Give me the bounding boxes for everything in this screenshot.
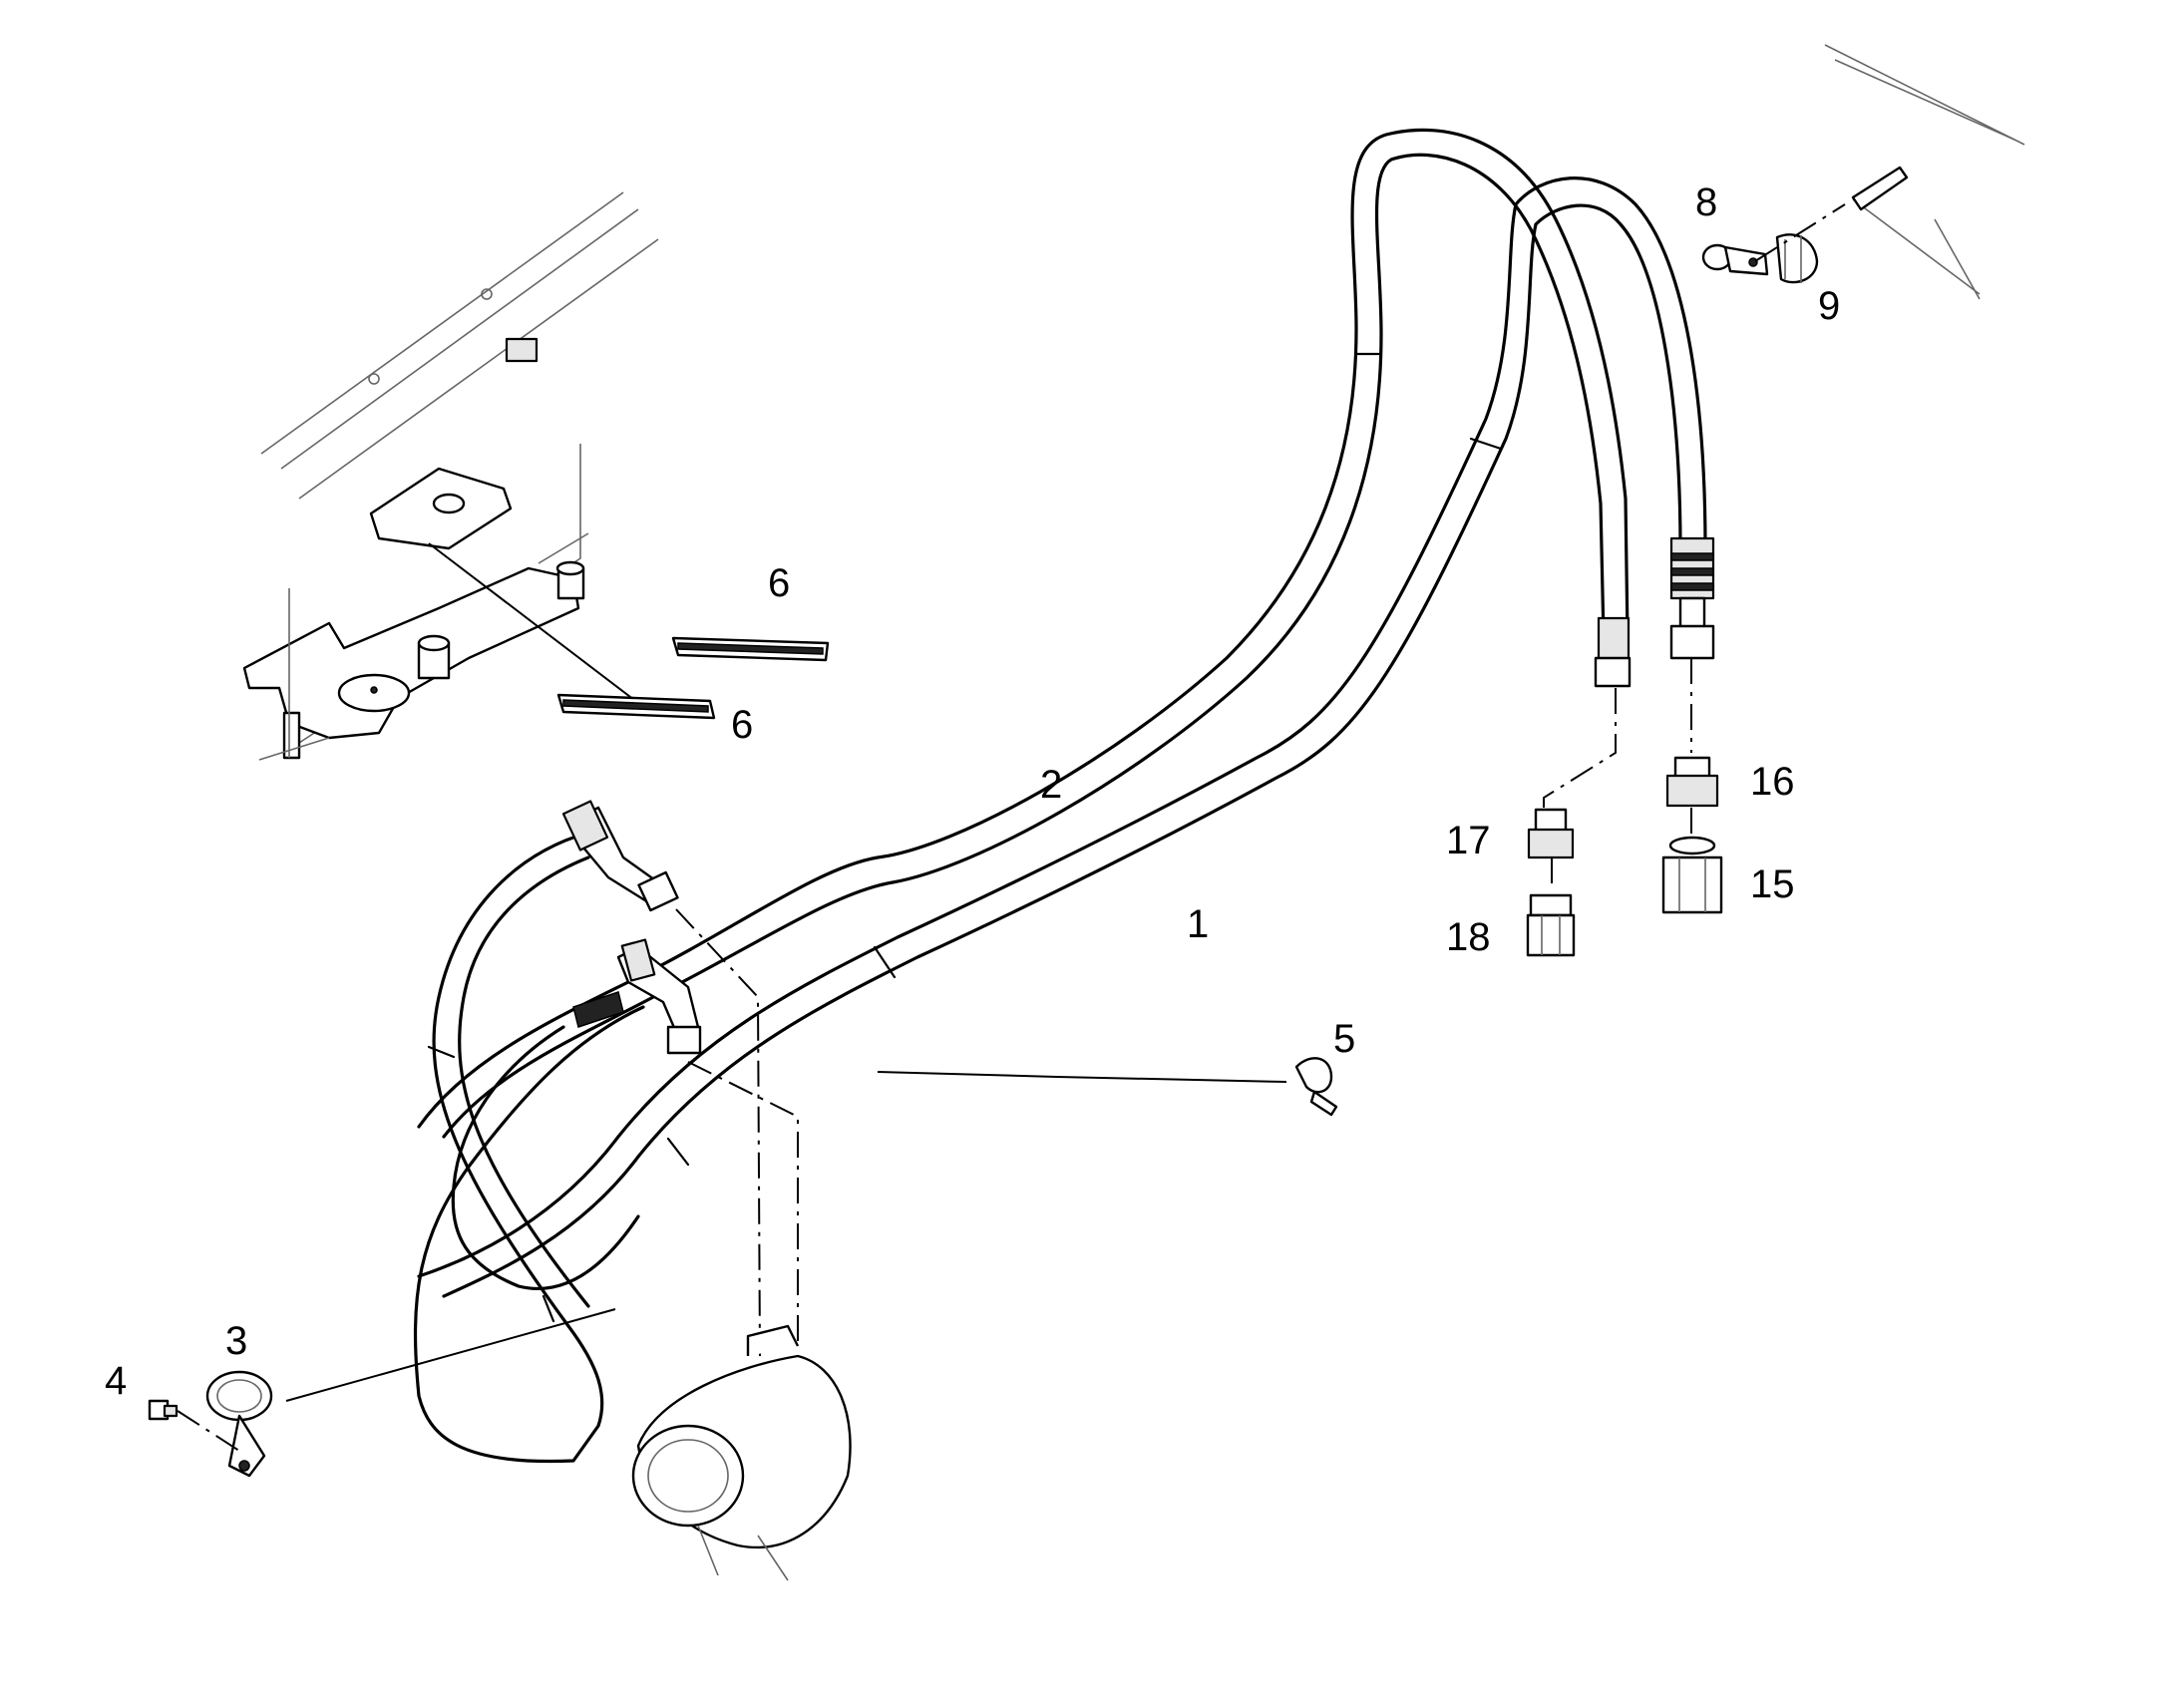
- bolt-4: [148, 1399, 179, 1421]
- fitting-18: [1526, 893, 1576, 957]
- callout-1: 1: [1187, 902, 1209, 946]
- mounting-bracket: [242, 467, 639, 761]
- compressor-hose-loop: [413, 831, 645, 1464]
- vehicle-frame-topleft: [260, 191, 659, 744]
- bolt-centerline: [177, 1410, 240, 1452]
- callout-2: 2: [1040, 763, 1062, 807]
- hose-1: [417, 176, 1707, 1298]
- callout-8: 8: [1695, 180, 1717, 224]
- compressor-fittings: [561, 800, 799, 1357]
- fitting-17: [1527, 808, 1575, 859]
- callout-15: 15: [1750, 862, 1795, 906]
- strip-6-upper: [671, 636, 830, 662]
- callout-9: 9: [1818, 284, 1840, 328]
- ac-compressor: [631, 1324, 852, 1581]
- callout-3: 3: [225, 1319, 247, 1363]
- clamp-8: [1701, 243, 1769, 276]
- callout-6-upper: 6: [768, 561, 790, 605]
- vehicle-frame-topright: [1824, 44, 2025, 300]
- callout-17: 17: [1446, 819, 1491, 862]
- callout-5: 5: [1333, 1017, 1355, 1061]
- clamp-3: [205, 1370, 273, 1478]
- callout-18: 18: [1446, 915, 1491, 959]
- clamp-5: [1294, 1057, 1338, 1117]
- strip-6-lower: [556, 693, 716, 720]
- clamp-centerline: [1754, 203, 1846, 262]
- clamp-9: [1775, 233, 1819, 284]
- callout-16: 16: [1750, 760, 1795, 804]
- fitting-16: [1665, 756, 1719, 808]
- frame-stud: [1851, 166, 1909, 211]
- fitting-15: [1661, 836, 1723, 914]
- leader-3: [285, 1308, 616, 1402]
- callout-6-lower: 6: [731, 703, 753, 747]
- right-hose-fittings: [1543, 536, 1715, 887]
- leader-5: [877, 1071, 1287, 1083]
- callout-4: 4: [105, 1359, 127, 1403]
